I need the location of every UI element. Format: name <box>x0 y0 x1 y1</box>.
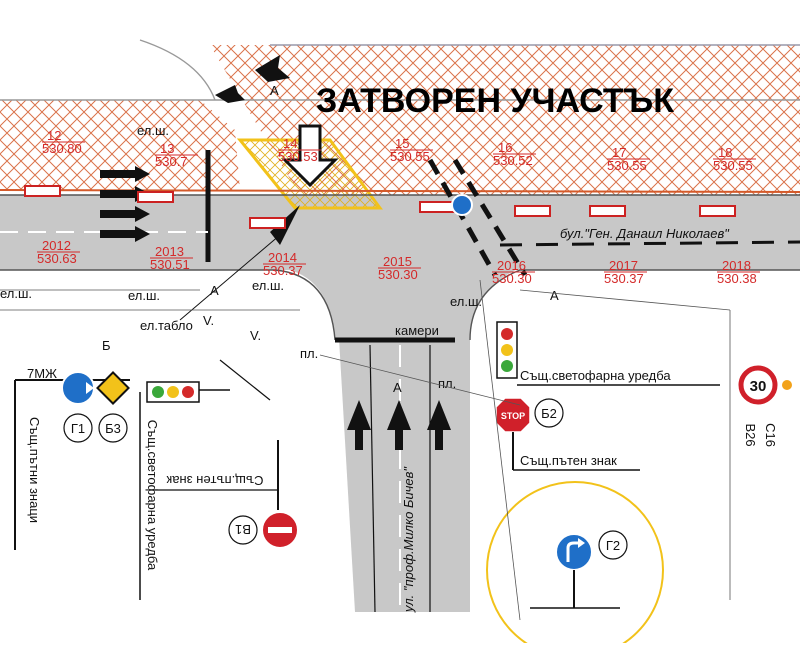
point-number: 2017 <box>609 258 638 273</box>
turn-right-sign-icon <box>555 533 593 571</box>
right-traffic-light: Същ.светофарна уредба <box>496 321 720 386</box>
label-pl-1: пл. <box>300 346 318 361</box>
page-title: ЗАТВОРЕН УЧАСТЪК <box>316 82 674 120</box>
point-number: 17 <box>612 145 626 160</box>
label-b: Б <box>102 338 111 353</box>
stop-sign-icon <box>495 397 531 433</box>
label-kameri: камери <box>395 323 439 338</box>
point-elevation: 530.51 <box>150 257 190 272</box>
point-number: 15 <box>395 136 409 151</box>
point-elevation: 530.38 <box>717 271 757 286</box>
speed-limit-group: 30 С16 В26 <box>738 365 792 447</box>
point-number: 13 <box>160 141 174 156</box>
point-elevation: 530.55 <box>390 149 430 164</box>
point-elevation: 530.52 <box>493 153 533 168</box>
sign-code-b1: В1 <box>235 522 251 537</box>
label-el-sh-5: ел.ш. <box>450 294 482 309</box>
point-elevation: 530.80 <box>42 141 82 156</box>
barricades <box>24 185 736 229</box>
lane-arrows-left <box>100 55 290 242</box>
warning-light-icon <box>782 380 792 390</box>
point-number: 12 <box>47 128 61 143</box>
point-elevation: 530.30 <box>492 271 532 286</box>
point-elevation: 530.63 <box>37 251 77 266</box>
point-number: 2016 <box>497 258 526 273</box>
label-7mzh: 7МЖ <box>27 366 57 381</box>
point-number: 2015 <box>383 254 412 269</box>
label-el-sh-3: ел.ш. <box>128 288 160 303</box>
point-elevation: 530.55 <box>607 158 647 173</box>
street-name-main: бул."Ген. Данаил Николаев" <box>560 226 730 241</box>
stop-sign-group: STOP Б2 Същ.пътен знак <box>495 397 640 471</box>
sign-code-g1: Г1 <box>71 421 85 436</box>
legend-traffic-light-right: Същ.светофарна уредба <box>520 368 671 383</box>
street-name-side: ул. "проф.Милко Бичев" <box>401 466 416 613</box>
point-elevation: 530.30 <box>378 267 418 282</box>
speed-limit-value: 30 <box>750 378 767 395</box>
label-v-1: V. <box>203 313 214 328</box>
label-v-2: V. <box>250 328 261 343</box>
point-elevation: 530.37 <box>604 271 644 286</box>
label-a-2: А <box>393 380 402 395</box>
point-number: 14 <box>283 136 297 151</box>
point-elevation: 530.37 <box>263 263 303 278</box>
lane-arrows-side <box>347 400 451 450</box>
label-el-sh-4: ел.ш. <box>252 278 284 293</box>
legend-road-sign-right: Същ.пътен знак <box>520 453 617 468</box>
label-el-sh-2: ел.ш. <box>0 286 32 301</box>
sign-code-c16: С16 <box>763 423 778 447</box>
label-a-4: А <box>270 83 279 98</box>
label-el-tablo: ел.табло <box>140 318 193 333</box>
legend-road-signs-left: Същ.пътни знаци <box>27 417 42 523</box>
point-number: 2014 <box>268 250 297 265</box>
stop-sign-text: STOP <box>501 411 525 421</box>
point-elevation: 530.7 <box>155 154 188 169</box>
point-elevation: 530.53 <box>278 149 318 164</box>
priority-road-sign-icon <box>96 371 130 405</box>
label-pl-2: пл. <box>438 376 456 391</box>
point-number: 2018 <box>722 258 751 273</box>
label-a-3: А <box>550 288 559 303</box>
label-a-1: А <box>210 283 219 298</box>
sign-code-g2: Г2 <box>606 538 620 553</box>
sign-code-b3: Б3 <box>105 421 121 436</box>
left-sign-group: Г1 Б3 Същ.пътни знаци <box>14 371 130 550</box>
speed-limit-sign-icon <box>738 365 778 405</box>
point-number: 2012 <box>42 238 71 253</box>
point-number: 2013 <box>155 244 184 259</box>
sign-code-b26: В26 <box>743 423 758 446</box>
keep-right-icon <box>451 194 473 216</box>
left-traffic-light: Същ.светофарна уредба <box>139 359 271 600</box>
sign-code-b2: Б2 <box>541 406 557 421</box>
point-elevation: 530.55 <box>713 158 753 173</box>
point-number: 16 <box>498 140 512 155</box>
turn-sign-group: Г2 <box>486 481 664 648</box>
point-number: 18 <box>718 145 732 160</box>
utility-labels: ел.ш. ел.ш. ел.ш. ел.ш. ел.ш. ел.табло п… <box>0 83 559 395</box>
closed-zone-hatch <box>0 45 800 195</box>
legend-road-sign-left: Същ.пътен знак <box>166 473 263 488</box>
no-entry-sign-group: Същ.пътен знак В1 <box>150 440 299 549</box>
legend-traffic-light-left: Същ.светофарна уредба <box>145 420 160 571</box>
label-el-sh-1: ел.ш. <box>137 123 169 138</box>
road-markings <box>0 150 800 613</box>
